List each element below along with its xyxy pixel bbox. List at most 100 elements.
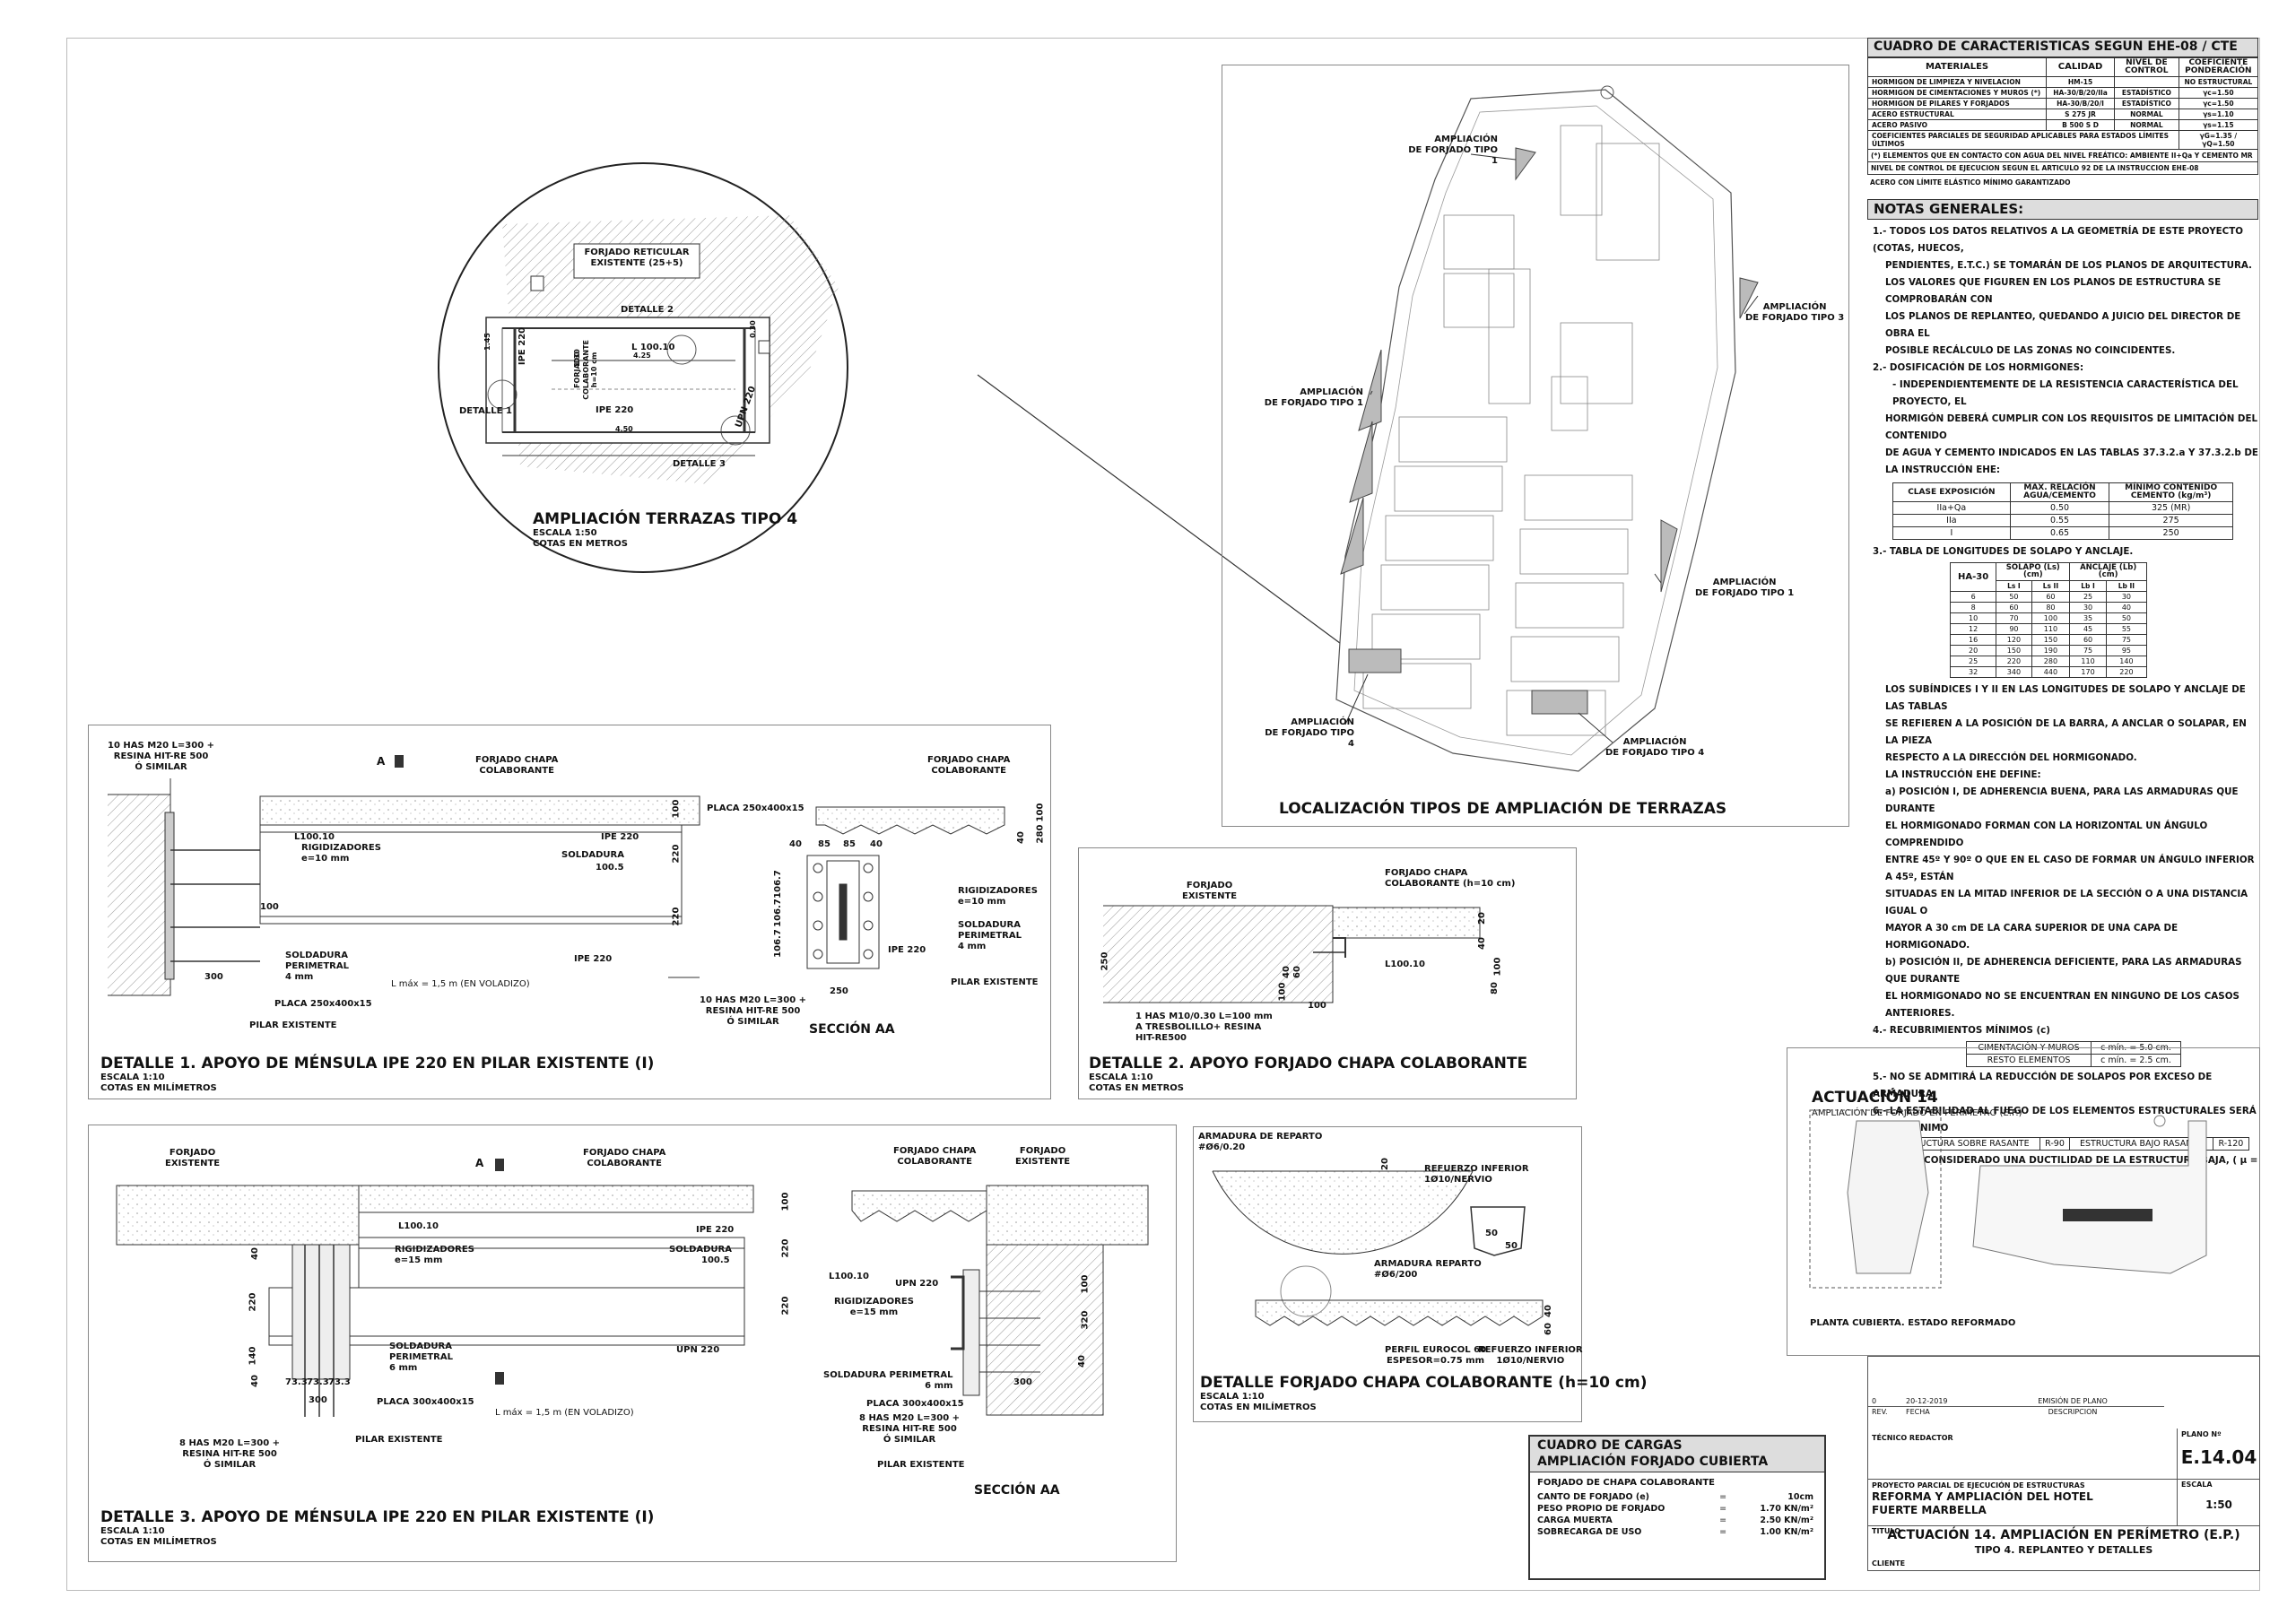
d2-units: COTAS EN METROS — [1089, 1083, 1184, 1093]
d3-lmax: L máx = 1,5 m (EN VOLADIZO) — [495, 1408, 634, 1418]
cargas-title1: CUADRO DE CARGAS — [1537, 1438, 1683, 1453]
d3-soldadura: SOLDADURA — [669, 1245, 732, 1255]
d1-ipe220b: IPE 220 — [574, 954, 613, 964]
d1-a: A — [377, 755, 386, 768]
d1-weld: 100.5 — [596, 863, 624, 873]
terrazas-units: COTAS EN METROS — [533, 539, 628, 549]
carga-r0c1: = — [1719, 1491, 1727, 1502]
carga-r2c2: 2.50 KN/m² — [1760, 1515, 1813, 1525]
d1-ipe-web — [259, 831, 683, 917]
l100-label: L 100.10 — [631, 343, 675, 352]
d1s-title: SECCIÓN AA — [809, 1022, 895, 1037]
dfc-nervio — [1470, 1206, 1526, 1256]
cliente-label: CLIENTE — [1872, 1559, 1906, 1568]
nota3-line: b) POSICIÓN II, DE ADHERENCIA DEFICIENTE… — [1885, 956, 2242, 985]
terrazas-title: AMPLIACIÓN TERRAZAS TIPO 4 — [533, 510, 798, 528]
d3s-upn: UPN 220 — [895, 1279, 939, 1289]
cuadro-foot-2: NIVEL DE CONTROL DE EJECUCION SEGUN EL A… — [1867, 161, 2258, 176]
tipo-markers — [1340, 147, 1759, 715]
d3-forjado — [116, 1185, 360, 1246]
nota2-l0: 2.- DOSIFICACIÓN DE LOS HORMIGONES: — [1873, 361, 2084, 373]
forjado-reticular-box — [573, 243, 700, 279]
solapo-cell: 90 — [1996, 622, 2032, 635]
dfc-armadura: ARMADURA DE REPARTO #Ø6/0.20 — [1198, 1132, 1323, 1152]
cuadro-cargas: CUADRO DE CARGAS AMPLIACIÓN FORJADO CUBI… — [1528, 1435, 1826, 1580]
titulo-label: TITULO — [1872, 1527, 1900, 1535]
d3s-rigid: RIGIDIZADORES e=15 mm — [834, 1297, 914, 1317]
nota3-line: SE REFIEREN A LA POSICIÓN DE LA BARRA, A… — [1885, 717, 2247, 746]
d1s-d250: 250 — [830, 986, 848, 996]
carga-r2c0: CARGA MUERTA — [1537, 1515, 1613, 1525]
cuadro-title: CUADRO DE CARACTERISTICAS SEGUN EHE-08 /… — [1867, 38, 2258, 57]
d1-scale: ESCALA 1:10 — [100, 1073, 165, 1082]
nota3-line: EL HORMIGONADO NO SE ENCUENTRAN EN NINGU… — [1885, 990, 2239, 1019]
ipe220-label-b: IPE 220 — [596, 405, 634, 415]
nota3: 3.- TABLA DE LONGITUDES DE SOLAPO Y ANCL… — [1873, 545, 2134, 557]
dfc-units: COTAS EN MILÍMETROS — [1200, 1403, 1317, 1412]
room-grid — [1362, 125, 1660, 736]
d3s-has: 8 HAS M20 L=300 + RESINA HIT-RE 500 Ó SI… — [859, 1413, 961, 1445]
rev-h0: REV. — [1868, 1406, 1902, 1417]
dim-425: 4.25 — [633, 352, 651, 360]
d3-ipe220: IPE 220 — [696, 1225, 735, 1235]
d1-placa: PLACA 250x400x15 — [274, 999, 372, 1009]
rev-c0: 0 — [1872, 1397, 1877, 1405]
d2-chapa — [1332, 907, 1481, 939]
d3-units: COTAS EN MILÍMETROS — [100, 1537, 217, 1547]
act-inset-plan — [1847, 1120, 1929, 1274]
d3-l100: L100.10 — [398, 1221, 439, 1231]
act-roof-plan — [1972, 1120, 2207, 1274]
carga-r1c1: = — [1719, 1503, 1727, 1514]
nota3-line: ENTRE 45º Y 90º O QUE EN EL CASO DE FORM… — [1885, 854, 2255, 882]
materials-table: MATERIALES CALIDAD NIVEL DE CONTROL COEF… — [1866, 56, 2259, 150]
d3-chapa: FORJADO CHAPA COLABORANTE — [583, 1148, 666, 1168]
cuadro-foot-1: (*) ELEMENTOS QUE EN CONTACTO CON AGUA D… — [1867, 149, 2258, 162]
detalle1-label: DETALLE 1 — [459, 406, 512, 416]
detalle1-frame — [88, 725, 1051, 1099]
dfc-perfil: PERFIL EUROCOL 60 ESPESOR=0.75 mm — [1385, 1345, 1487, 1366]
d2-forjado — [1103, 905, 1334, 1003]
dfc-armadura2: ARMADURA REPARTO #Ø6/200 — [1374, 1259, 1482, 1280]
d3-placa: PLACA 300x400x15 — [377, 1397, 474, 1407]
detail2-mark — [666, 334, 697, 365]
d3s-soldadura: SOLDADURA PERIMETRAL 6 mm — [823, 1370, 953, 1391]
d2-scale: ESCALA 1:10 — [1089, 1073, 1153, 1082]
d1s-has: 10 HAS M20 L=300 + RESINA HIT-RE 500 Ó S… — [700, 995, 807, 1027]
solapo-cell: 50 — [1996, 590, 2032, 603]
d3-a-marker-b — [495, 1372, 504, 1385]
nota1-l2: LOS VALORES QUE FIGUREN EN LOS PLANOS DE… — [1885, 276, 2222, 305]
localizacion-frame — [1222, 65, 1849, 827]
carga-r3c1: = — [1719, 1526, 1727, 1537]
nota3-line: RESPECTO A LA DIRECCIÓN DEL HORMIGONADO. — [1885, 751, 2137, 763]
dfc-scale: ESCALA 1:10 — [1200, 1392, 1265, 1402]
fuego-c1: R-90 — [2039, 1136, 2071, 1151]
d1-ipe-bot — [259, 916, 683, 925]
d3-chapa — [358, 1185, 754, 1213]
d3-forjado: FORJADO EXISTENTE — [165, 1148, 221, 1168]
solapo-cell: 120 — [1996, 633, 2032, 646]
exp-r2c1: 0.65 — [2009, 525, 2110, 540]
mat-r5c3: γG=1.35 / γQ=1.50 — [2178, 129, 2259, 150]
d1s-ipe220: IPE 220 — [888, 945, 926, 955]
d3-upn: UPN 220 — [676, 1345, 720, 1355]
sol-h2: ANCLAJE (Lb) (cm) — [2069, 561, 2147, 581]
d3-has: 8 HAS M20 L=300 + RESINA HIT-RE 500 Ó SI… — [179, 1438, 281, 1470]
d1s-dh2: 85 — [843, 839, 856, 849]
d1-d300: 300 — [204, 972, 223, 982]
notas-generales: NOTAS GENERALES: 1.- TODOS LOS DATOS REL… — [1867, 199, 2258, 1186]
d3s-l100: L100.10 — [829, 1272, 869, 1281]
detalle3-label: DETALLE 3 — [673, 459, 726, 469]
d1s-web — [839, 883, 848, 941]
d3s-chapa: FORJADO CHAPA COLABORANTE — [893, 1146, 977, 1167]
nota1-l1: PENDIENTES, E.T.C.) SE TOMARÁN DE LOS PL… — [1885, 259, 2252, 271]
d1-a-marker — [395, 755, 404, 768]
d3s-pilar — [986, 1244, 1104, 1416]
d3s-upn — [951, 1275, 965, 1350]
terrazas-scale: ESCALA 1:50 — [533, 528, 597, 538]
d3s-forjado — [986, 1185, 1149, 1246]
